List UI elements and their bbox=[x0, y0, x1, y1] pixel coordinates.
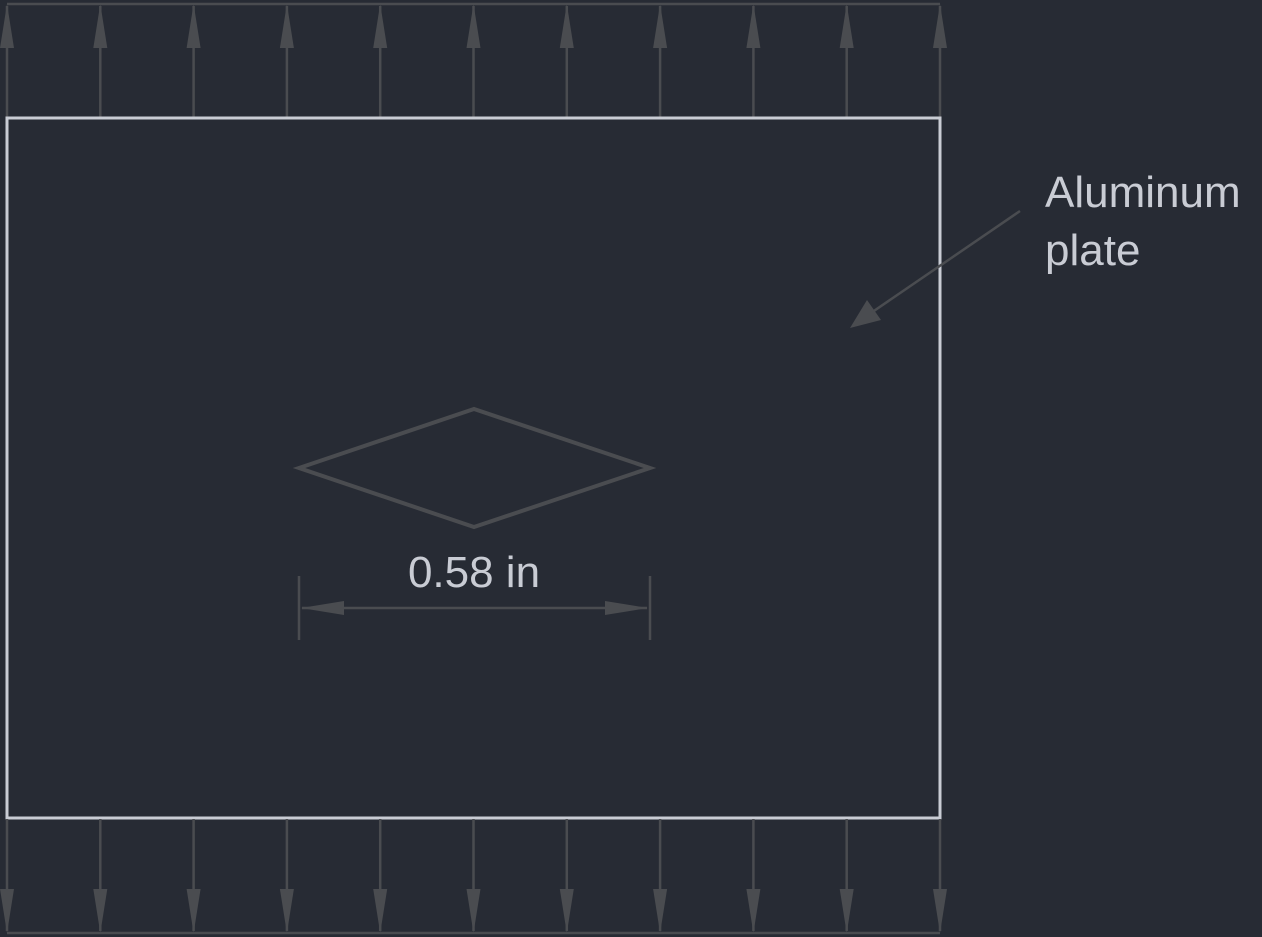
dimension-label: 0.58 in bbox=[408, 548, 540, 597]
bottom-load-arrowhead bbox=[0, 889, 14, 933]
dimension-arrowhead-left bbox=[301, 601, 344, 615]
bottom-load-arrowhead bbox=[746, 889, 761, 933]
top-load-arrowhead bbox=[279, 4, 294, 48]
width-dimension: 0.58 in bbox=[297, 548, 652, 640]
bottom-load-arrowhead bbox=[653, 889, 668, 933]
rhombus-hole bbox=[292, 406, 657, 530]
top-load-arrowhead bbox=[186, 4, 201, 48]
top-load-arrowhead bbox=[559, 4, 574, 48]
top-load-arrowhead bbox=[746, 4, 761, 48]
bottom-load-arrowhead bbox=[93, 889, 108, 933]
bottom-load-arrowhead bbox=[466, 889, 481, 933]
top-load-arrowhead bbox=[653, 4, 668, 48]
top-load-arrowhead bbox=[466, 4, 481, 48]
top-load-arrowhead bbox=[839, 4, 854, 48]
aluminum-plate bbox=[5, 116, 942, 820]
bottom-load-arrowhead bbox=[186, 889, 201, 933]
leader-line bbox=[867, 209, 1021, 317]
bottom-load-arrowhead bbox=[373, 889, 388, 933]
leader-arrowhead bbox=[850, 300, 881, 328]
top-load-group bbox=[0, 2, 947, 117]
bottom-load-arrows bbox=[0, 819, 947, 933]
top-load-arrowhead bbox=[933, 4, 947, 48]
plate-label-line2: plate bbox=[1045, 226, 1140, 275]
top-load-arrows bbox=[0, 4, 947, 117]
bottom-load-arrowhead bbox=[279, 889, 294, 933]
top-load-arrowhead bbox=[93, 4, 108, 48]
bottom-load-arrowhead bbox=[839, 889, 854, 933]
plate-callout: Aluminum plate bbox=[850, 168, 1241, 328]
top-load-arrowhead bbox=[0, 4, 14, 48]
top-load-arrowhead bbox=[373, 4, 388, 48]
bottom-load-group bbox=[0, 819, 947, 935]
bottom-load-arrowhead bbox=[933, 889, 947, 933]
bottom-load-arrowhead bbox=[559, 889, 574, 933]
dimension-arrowhead-right bbox=[605, 601, 648, 615]
plate-label-line1: Aluminum bbox=[1045, 168, 1241, 217]
